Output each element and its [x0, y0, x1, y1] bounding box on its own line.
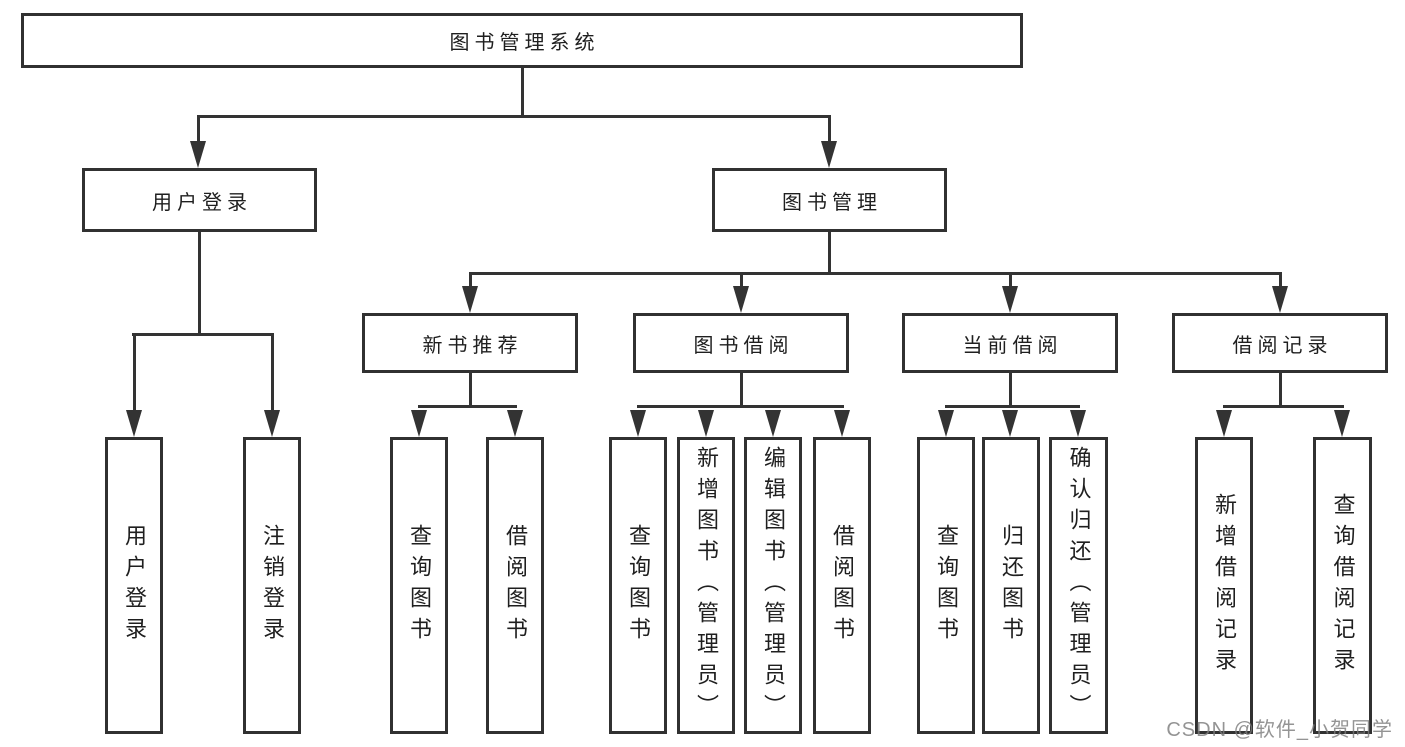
node-user-login: 用户登录	[82, 168, 317, 232]
leaf-query-borrow-record: 查询借阅记录	[1313, 437, 1372, 734]
arrow-down-icon	[821, 141, 837, 168]
node-library-management-system: 图书管理系统	[21, 13, 1023, 68]
node-label: 新增图书（管理员）	[694, 446, 719, 725]
node-label: 确认归还（管理员）	[1066, 446, 1092, 725]
leaf-user-login: 用户登录	[105, 437, 163, 734]
arrow-down-icon	[190, 141, 206, 168]
connector-line	[469, 371, 472, 408]
connector-line	[828, 115, 831, 147]
connector-line	[133, 333, 136, 413]
node-book-management: 图书管理	[712, 168, 947, 232]
connector-line	[469, 272, 1282, 275]
node-label: 查询借阅记录	[1330, 492, 1356, 679]
connector-line	[197, 115, 831, 118]
connector-line	[637, 405, 844, 408]
node-label: 借阅图书	[503, 523, 528, 648]
connector-line	[828, 232, 831, 275]
arrow-down-icon	[507, 410, 523, 437]
arrow-down-icon	[765, 410, 781, 437]
arrow-down-icon	[1272, 286, 1288, 313]
arrow-down-icon	[834, 410, 850, 437]
leaf-query-books-2: 查询图书	[609, 437, 667, 734]
arrow-down-icon	[733, 286, 749, 313]
arrow-down-icon	[462, 286, 478, 313]
arrow-down-icon	[264, 410, 280, 437]
node-label: 编辑图书（管理员）	[761, 446, 786, 725]
node-label: 归还图书	[999, 523, 1024, 648]
leaf-query-books-1: 查询图书	[390, 437, 448, 734]
arrow-down-icon	[630, 410, 646, 437]
arrow-down-icon	[938, 410, 954, 437]
connector-line	[1223, 405, 1344, 408]
leaf-add-borrow-record: 新增借阅记录	[1195, 437, 1253, 734]
arrow-down-icon	[1334, 410, 1350, 437]
leaf-confirm-return-admin: 确认归还（管理员）	[1049, 437, 1108, 734]
arrow-down-icon	[698, 410, 714, 437]
connector-line	[1009, 371, 1012, 408]
node-label: 查询图书	[934, 523, 959, 648]
leaf-borrow-books-1: 借阅图书	[486, 437, 544, 734]
node-new-book-recommendation: 新书推荐	[362, 313, 578, 373]
arrow-down-icon	[1002, 410, 1018, 437]
node-label: 图书管理系统	[449, 32, 600, 54]
node-label: 查询图书	[626, 523, 651, 648]
node-label: 用户登录	[152, 191, 252, 214]
connector-line	[740, 272, 743, 290]
connector-line	[1009, 272, 1012, 290]
connector-line	[132, 333, 274, 336]
connector-line	[1279, 371, 1282, 408]
connector-line	[1279, 272, 1282, 290]
node-label: 借阅记录	[1232, 334, 1333, 357]
node-label: 新增借阅记录	[1212, 492, 1237, 679]
node-current-borrowing: 当前借阅	[902, 313, 1118, 373]
node-label: 借阅图书	[830, 523, 855, 648]
leaf-return-books: 归还图书	[982, 437, 1040, 734]
node-label: 查询图书	[407, 523, 432, 648]
arrow-down-icon	[1002, 286, 1018, 313]
connector-line	[740, 371, 743, 408]
leaf-edit-books-admin: 编辑图书（管理员）	[744, 437, 802, 734]
connector-line	[521, 68, 524, 118]
connector-line	[418, 405, 517, 408]
arrow-down-icon	[1070, 410, 1086, 437]
node-book-borrowing: 图书借阅	[633, 313, 849, 373]
leaf-borrow-books-2: 借阅图书	[813, 437, 871, 734]
connector-line	[469, 272, 472, 290]
node-label: 图书管理	[782, 191, 882, 214]
node-label: 用户登录	[122, 523, 147, 648]
connector-line	[198, 232, 201, 336]
leaf-query-books-3: 查询图书	[917, 437, 975, 734]
connector-line	[271, 333, 274, 413]
leaf-logout: 注销登录	[243, 437, 301, 734]
connector-line	[945, 405, 1080, 408]
arrow-down-icon	[126, 410, 142, 437]
node-label: 注销登录	[260, 523, 285, 648]
node-label: 图书借阅	[693, 334, 794, 357]
arrow-down-icon	[1216, 410, 1232, 437]
node-label: 新书推荐	[422, 334, 523, 357]
csdn-watermark: CSDN @软件_小贺同学	[1166, 719, 1393, 741]
node-borrowing-records: 借阅记录	[1172, 313, 1388, 373]
arrow-down-icon	[411, 410, 427, 437]
leaf-add-books-admin: 新增图书（管理员）	[677, 437, 735, 734]
connector-line	[197, 115, 200, 147]
node-label: 当前借阅	[962, 334, 1063, 357]
